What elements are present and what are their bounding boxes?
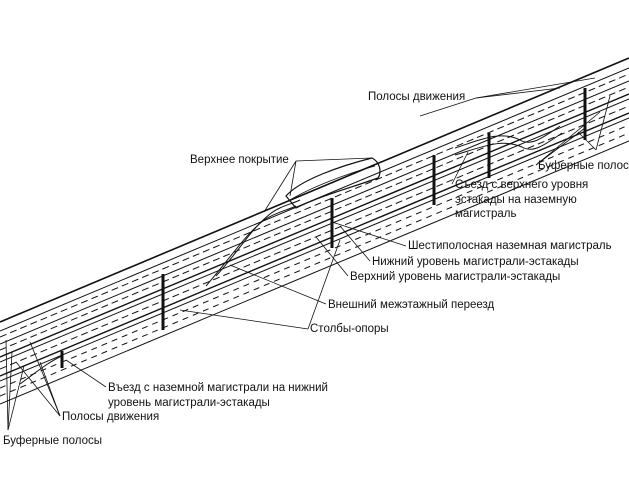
label-exit-line-2: эстакады на наземную <box>455 194 577 206</box>
leader-line <box>419 97 477 117</box>
label-six-lane: Шестиполосная наземная магистраль <box>408 240 612 252</box>
leader-line <box>179 309 309 330</box>
highway-structure <box>0 57 629 405</box>
lower-deck-line <box>0 98 629 363</box>
label-pillars: Столбы-опоры <box>310 323 389 335</box>
label-upper-cover: Верхнее покрытие <box>190 154 289 166</box>
exit-ramp <box>454 125 561 149</box>
exit-ramp-edge <box>454 132 563 156</box>
ground-highway-line <box>0 140 629 405</box>
interchange-ramp-edge <box>205 205 297 287</box>
leader-line <box>475 77 596 99</box>
leader-line <box>263 160 297 213</box>
leader-line <box>65 359 107 388</box>
label-entry-line-2: уровень магистрали-эстакады <box>108 397 270 409</box>
label-buffer-strips-bottom: Буферные полосы <box>3 435 102 447</box>
leader-line <box>535 127 586 166</box>
label-buffer-strips-right: Буферные полосы <box>538 160 629 172</box>
leader-line <box>307 239 341 330</box>
label-upper-level: Верхний уровень магистрали-эстакады <box>350 271 560 283</box>
label-interchange: Внешний межэтажный переезд <box>328 299 495 311</box>
upper-cover-line <box>289 165 376 201</box>
leader-line <box>29 341 61 417</box>
leader-line <box>39 361 61 417</box>
leader-line <box>7 365 25 431</box>
label-exit-line-3: магистраль <box>455 208 516 220</box>
ground-highway-line <box>0 117 629 382</box>
lower-deck-lane-divider <box>0 105 629 370</box>
leader-line <box>475 87 561 99</box>
ground-lane-divider <box>0 132 629 397</box>
leader-line <box>577 131 597 151</box>
upper-deck-lane-divider <box>0 86 629 351</box>
leader-line <box>289 160 297 197</box>
leader-line <box>595 95 611 151</box>
lower-deck-edge-bottom <box>0 112 629 377</box>
ground-lane-divider <box>0 124 629 389</box>
upper-deck-edge-top <box>0 57 629 323</box>
leader-line <box>331 221 407 247</box>
label-lower-level: Нижний уровень магистрали-эстакады <box>372 256 579 268</box>
upper-deck-edge-bottom <box>0 93 629 358</box>
label-entry-line-1: Въезд с наземной магистрали на нижний <box>108 382 328 394</box>
leader-line <box>15 361 61 417</box>
leader-line <box>7 351 13 431</box>
leader-lines <box>5 77 611 431</box>
leader-line <box>229 264 327 305</box>
label-exit-line-1: Съезд с верхнего уровня <box>455 179 588 191</box>
leader-line <box>295 157 373 162</box>
leader-line <box>5 339 9 431</box>
interchange-ramp <box>215 199 301 277</box>
leader-line <box>451 151 469 185</box>
leader-line <box>315 236 349 277</box>
upper-deck-line <box>0 80 629 345</box>
label-lanes-bottom: Полосы движения <box>62 411 159 423</box>
label-lanes-top: Полосы движения <box>368 91 465 103</box>
upper-cover-shell <box>285 157 381 209</box>
upper-deck-lane-divider <box>0 73 629 338</box>
leader-line <box>339 225 371 262</box>
leader-line <box>535 111 601 166</box>
